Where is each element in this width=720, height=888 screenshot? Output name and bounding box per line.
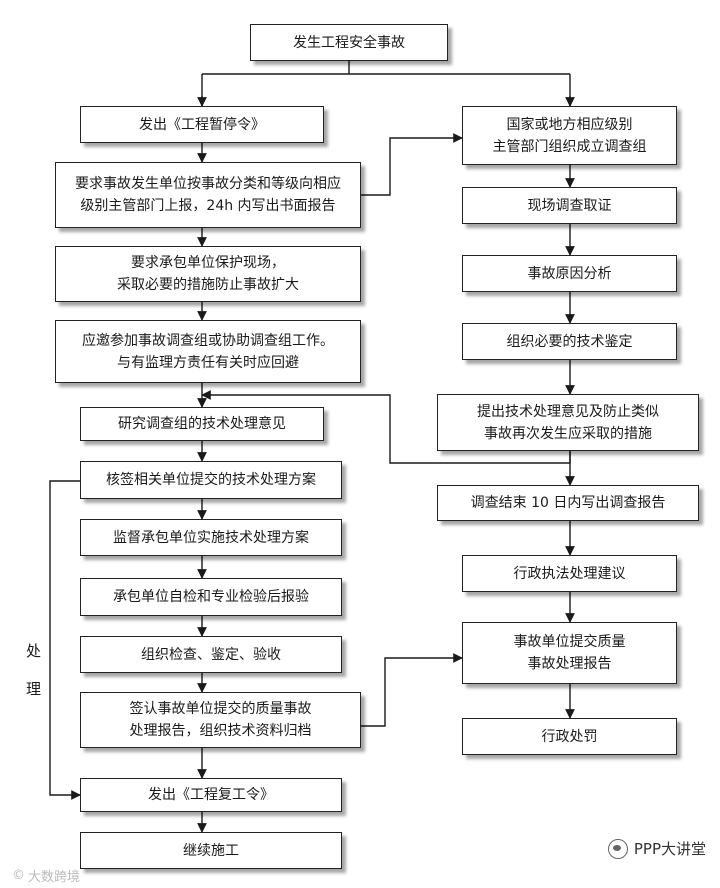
- node-submit-quality-line-2: 事故处理报告: [527, 656, 612, 672]
- node-report-line-2: 级别主管部门上报，24h 内写出书面报告: [80, 198, 336, 214]
- node-supervise: 监督承包单位实施技术处理方案: [80, 519, 342, 556]
- node-supervise-line-1: 监督承包单位实施技术处理方案: [113, 529, 309, 546]
- wechat-icon: [607, 838, 628, 859]
- node-report-line-1: 要求事故发生单位按事故分类和等级向相应: [75, 176, 341, 192]
- node-cause-analysis-line-1: 事故原因分析: [527, 265, 612, 282]
- node-tech-appraisal-line-1: 组织必要的技术鉴定: [506, 333, 633, 350]
- watermark-right-text: PPP大讲堂: [633, 840, 706, 858]
- node-submit-quality: 事故单位提交质量 事故处理报告: [462, 622, 677, 684]
- node-start-line-1: 发生工程安全事故: [293, 34, 405, 51]
- watermark-right: PPP大讲堂: [607, 838, 706, 859]
- node-join-investigation: 应邀参加事故调查组或协助调查组工作。 与有监理方责任有关时应回避: [55, 320, 361, 383]
- node-stop-order-line-1: 发出《工程暂停令》: [139, 116, 265, 133]
- watermark-left-text: 大数跨境: [28, 870, 81, 885]
- node-confirm-report: 签认事故单位提交的质量事故 处理报告，组织技术资料归档: [80, 692, 361, 748]
- node-start: 发生工程安全事故: [250, 24, 448, 61]
- node-form-group-line-1: 国家或地方相应级别: [506, 116, 633, 133]
- node-report: 要求事故发生单位按事故分类和等级向相应 级别主管部门上报，24h 内写出书面报告: [55, 162, 361, 228]
- node-protect-site: 要求承包单位保护现场， 采取必要的措施防止事故扩大: [55, 246, 361, 302]
- node-propose-measures: 提出技术处理意见及防止类似 事故再次发生应采取的措施: [437, 394, 699, 451]
- arrow-confirm-to-submit: [361, 653, 463, 727]
- node-submit-quality-line-1: 事故单位提交质量: [513, 634, 626, 650]
- node-continue: 继续施工: [80, 832, 342, 869]
- watermark-left-icon: ©: [12, 868, 25, 883]
- node-propose-measures-line-2: 事故再次发生应采取的措施: [484, 425, 652, 442]
- arrow-measures-to-study: [201, 390, 571, 464]
- node-protect-site-line-2: 采取必要的措施防止事故扩大: [117, 277, 299, 293]
- node-resume-order-line-1: 发出《工程复工令》: [148, 787, 274, 803]
- node-self-check: 承包单位自检和专业检验后报验: [80, 578, 342, 616]
- node-stop-order: 发出《工程暂停令》: [80, 106, 324, 143]
- node-continue-line-1: 继续施工: [183, 842, 239, 859]
- node-inspect-line-1: 组织检查、鉴定、验收: [141, 646, 281, 663]
- node-site-evidence-line-1: 现场调查取证: [527, 197, 612, 214]
- node-sign-plan-line-1: 核签相关单位提交的技术处理方案: [106, 472, 316, 488]
- node-penalty-line-1: 行政处罚: [541, 728, 598, 745]
- node-cause-analysis: 事故原因分析: [462, 255, 677, 292]
- node-sign-plan: 核签相关单位提交的技术处理方案: [80, 461, 342, 499]
- node-join-investigation-line-1: 应邀参加事故调查组或协助调查组工作。: [82, 332, 334, 349]
- node-study-opinion: 研究调查组的技术处理意见: [80, 407, 324, 441]
- node-confirm-report-line-2: 处理报告，组织技术资料归档: [129, 723, 312, 739]
- node-join-investigation-line-2: 与有监理方责任有关时应回避: [117, 354, 299, 371]
- node-penalty: 行政处罚: [462, 718, 677, 755]
- node-study-opinion-line-1: 研究调查组的技术处理意见: [118, 416, 286, 432]
- node-site-evidence: 现场调查取证: [462, 187, 677, 224]
- node-admin-advice: 行政执法处理建议: [462, 555, 677, 592]
- watermark-left: © 大数跨境: [12, 866, 80, 885]
- side-label-li: 理: [26, 680, 42, 698]
- node-self-check-line-1: 承包单位自检和专业检验后报验: [113, 589, 309, 605]
- node-propose-measures-line-1: 提出技术处理意见及防止类似: [477, 403, 659, 420]
- node-investigation-report: 调查结束 10 日内写出调查报告: [437, 485, 699, 521]
- node-form-group-line-2: 主管部门组织成立调查组: [492, 138, 647, 155]
- node-resume-order: 发出《工程复工令》: [80, 778, 342, 812]
- node-protect-site-line-1: 要求承包单位保护现场，: [131, 255, 285, 271]
- side-label-chu: 处: [26, 642, 42, 660]
- node-form-group: 国家或地方相应级别 主管部门组织成立调查组: [462, 106, 677, 165]
- node-investigation-report-line-1: 调查结束 10 日内写出调查报告: [470, 495, 666, 511]
- arrow-sign-to-resume: [49, 480, 81, 800]
- node-tech-appraisal: 组织必要的技术鉴定: [462, 323, 677, 360]
- connector-start-split: [201, 60, 571, 106]
- node-inspect: 组织检查、鉴定、验收: [80, 636, 342, 673]
- node-confirm-report-line-1: 签认事故单位提交的质量事故: [129, 701, 312, 717]
- node-admin-advice-line-1: 行政执法处理建议: [513, 565, 626, 582]
- arrow-report-to-group: [361, 133, 463, 196]
